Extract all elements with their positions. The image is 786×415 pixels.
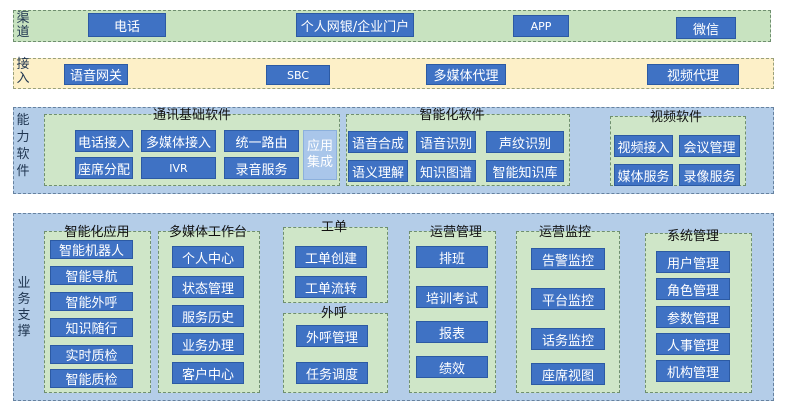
smart-knowledge-base: 智能知识库 [486,160,564,182]
outbound-mgmt: 外呼管理 [296,325,368,347]
sys-org-mgmt: 机构管理 [656,360,730,382]
comm-phone-access: 电话接入 [75,130,133,152]
wb-service-history: 服务历史 [172,305,244,327]
channel-app: APP [513,15,569,37]
video-recording-service: 录像服务 [679,164,740,186]
channels-label: 渠道 [16,11,30,40]
outbound-task-scheduling: 任务调度 [296,362,368,384]
ticket-create: 工单创建 [295,246,367,268]
video-conference-mgmt: 会议管理 [679,135,740,157]
ticket-title: 工单 [320,220,348,235]
channel-phone: 电话 [88,13,166,37]
app-smart-qc: 智能质检 [50,369,133,388]
wb-personal-center: 个人中心 [172,246,244,268]
comm-unified-routing: 统一路由 [224,130,299,152]
sys-mgmt-title: 系统管理 [666,229,720,244]
app-smart-navigation: 智能导航 [50,266,133,285]
comm-software-title: 通讯基础软件 [152,108,232,123]
channel-ebank-portal: 个人网银/企业门户 [296,13,414,37]
sys-param-mgmt: 参数管理 [656,306,730,328]
capability-label: 能力软件 [16,113,30,179]
ops-monitor-title: 运营监控 [538,225,592,240]
sys-user-mgmt: 用户管理 [656,251,730,273]
comm-multimedia-access: 多媒体接入 [141,130,216,152]
access-sbc: SBC [266,65,330,85]
smart-speech-synthesis: 语音合成 [348,131,408,153]
smart-speech-recognition: 语音识别 [416,131,476,153]
wb-customer-center: 客户中心 [172,362,244,384]
comm-seat-allocation: 座席分配 [75,157,133,179]
mon-alarm: 告警监控 [531,248,605,270]
outbound-title: 外呼 [320,306,348,321]
workbench-title: 多媒体工作台 [168,225,248,240]
video-access: 视频接入 [614,135,673,157]
comm-ivr: IVR [141,157,216,179]
ops-mgmt-title: 运营管理 [429,225,483,240]
app-smart-outbound: 智能外呼 [50,292,133,311]
app-integration-label: 应用集成 [306,139,333,170]
access-video-proxy: 视频代理 [647,64,739,85]
smart-semantic-understanding: 语义理解 [348,160,408,182]
smart-apps-title: 智能化应用 [64,225,130,240]
app-realtime-qc: 实时质检 [50,345,133,364]
app-smart-robot: 智能机器人 [50,240,133,259]
sys-hr-mgmt: 人事管理 [656,333,730,355]
ticket-flow: 工单流转 [295,276,367,298]
smart-voiceprint-recognition: 声纹识别 [486,131,564,153]
smart-software-title: 智能化软件 [419,108,485,123]
wb-status-mgmt: 状态管理 [172,276,244,298]
access-multimedia-proxy: 多媒体代理 [426,64,506,85]
access-label: 接入 [16,57,30,86]
video-software-title: 视频软件 [649,110,703,125]
comm-app-integration: 应用集成 [303,130,337,180]
business-label: 业务支撑 [17,276,31,339]
ops-training-exam: 培训考试 [416,286,488,308]
access-voice-gateway: 语音网关 [64,64,128,85]
mon-seat-view: 座席视图 [531,363,605,385]
wb-business-handling: 业务办理 [172,333,244,355]
ops-performance: 绩效 [416,356,488,378]
sys-role-mgmt: 角色管理 [656,278,730,300]
video-media-service: 媒体服务 [614,164,673,186]
ops-reports: 报表 [416,321,488,343]
mon-traffic: 话务监控 [531,328,605,350]
channel-wechat: 微信 [676,17,736,39]
smart-knowledge-graph: 知识图谱 [416,160,476,182]
mon-platform: 平台监控 [531,288,605,310]
ops-scheduling: 排班 [416,246,488,268]
app-knowledge-follow: 知识随行 [50,318,133,337]
comm-recording-service: 录音服务 [224,157,299,179]
